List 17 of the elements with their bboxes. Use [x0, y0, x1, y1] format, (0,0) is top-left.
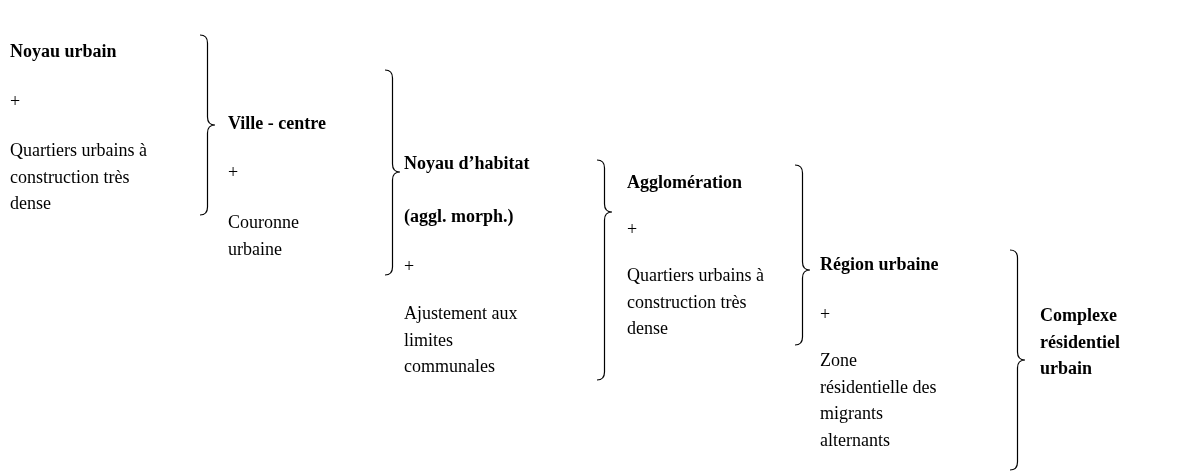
- plus-sign: +: [10, 90, 21, 113]
- plus-sign: +: [404, 255, 415, 278]
- plus-sign: +: [820, 303, 831, 326]
- plus-sign: +: [627, 218, 638, 241]
- heading-text: Noyau urbain: [10, 40, 117, 63]
- body-text: Zone résidentielle des migrants alternants: [820, 349, 938, 452]
- body-text: Quartiers urbains à construction très dense: [10, 139, 148, 215]
- body-text: Quartiers urbains à construction très dense: [627, 264, 765, 340]
- plus-sign: +: [228, 161, 239, 184]
- body-text: Ajustement aux limites communales: [404, 302, 519, 378]
- heading-text: Ville - centre: [228, 112, 326, 135]
- heading-text: (aggl. morph.): [404, 205, 514, 228]
- heading-text: Région urbaine: [820, 253, 939, 276]
- heading-text: Agglomération: [627, 171, 742, 194]
- heading-text: Complexe résidentiel urbain: [1040, 304, 1121, 380]
- body-text: Couronne urbaine: [228, 211, 300, 261]
- heading-text: Noyau d’habitat: [404, 152, 530, 175]
